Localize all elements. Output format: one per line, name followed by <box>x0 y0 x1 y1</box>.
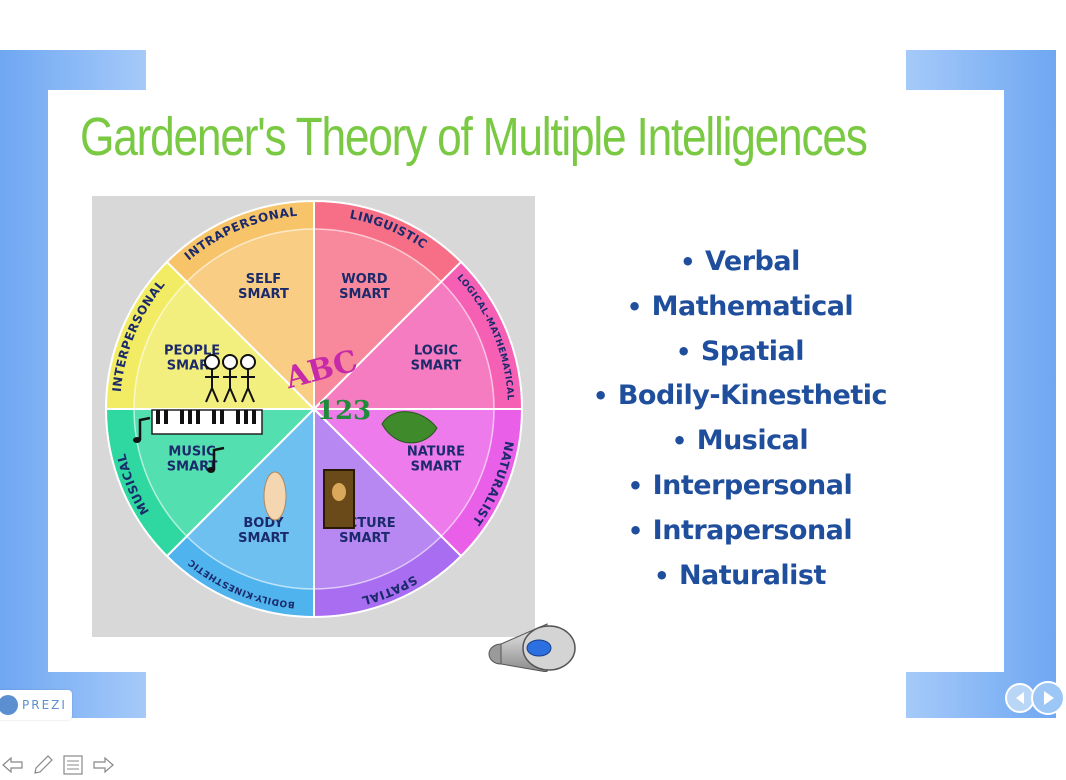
list-item-text: Intrapersonal <box>652 514 853 546</box>
intelligences-wheel: LINGUISTICLOGICAL-MATHEMATICALNATURALIST… <box>104 199 524 619</box>
piano-key <box>188 410 192 424</box>
wheel-segment <box>313 406 463 619</box>
wheel-segment <box>313 199 463 412</box>
arrow-left-icon[interactable] <box>0 752 26 778</box>
painting-face <box>332 483 346 501</box>
wheel-inner-label: LOGIC <box>414 343 458 358</box>
wheel-segment <box>311 408 524 558</box>
list-item: •Mathematical <box>626 290 854 322</box>
person-body <box>241 369 255 403</box>
piano-key <box>212 410 216 424</box>
music-note-icon <box>138 416 151 440</box>
pencil-icon[interactable] <box>30 752 56 778</box>
list-item: •Intrapersonal <box>627 514 853 546</box>
wheel-inner-label: SMART <box>238 287 289 302</box>
list-item: •Spatial <box>676 335 805 367</box>
prezi-logo-icon <box>0 695 18 715</box>
slide-title: Gardener's Theory of Multiple Intelligen… <box>80 107 868 167</box>
wheel-inner-label: SMART <box>339 287 390 302</box>
bottom-toolbar <box>0 750 140 780</box>
list-item: •Musical <box>671 425 809 457</box>
list-item-text: Naturalist <box>678 559 826 591</box>
person-icon <box>222 354 238 370</box>
person-icon <box>204 354 220 370</box>
piano-keys-icon <box>151 409 263 435</box>
list-item: •Naturalist <box>654 559 826 591</box>
wheel-inner-label: SMART <box>411 358 462 373</box>
list-item-text: Verbal <box>704 246 800 277</box>
piano-key <box>252 410 256 424</box>
prezi-label: PREZI <box>22 698 67 712</box>
wheel-segment <box>165 199 315 412</box>
person-icon <box>240 354 256 370</box>
piano-key <box>220 410 224 424</box>
arrow-right-icon[interactable] <box>1031 681 1065 715</box>
wheel-inner-label: MUSIC <box>168 445 215 460</box>
center-numbers: 123 <box>317 396 371 426</box>
footprint-icon <box>263 471 287 521</box>
list-item-text: Spatial <box>700 335 805 367</box>
music-note-head <box>133 437 141 443</box>
speaker-icon[interactable] <box>487 620 579 673</box>
prezi-badge[interactable]: PREZI <box>0 690 72 720</box>
piano-key <box>156 410 160 424</box>
leaf-icon <box>381 411 438 444</box>
person-body <box>223 369 237 403</box>
list-item-text: Interpersonal <box>652 469 853 501</box>
person-body <box>205 369 219 403</box>
wheel-inner-label: SMART <box>167 460 218 475</box>
wheel-inner-label: WORD <box>341 272 387 287</box>
menu-icon[interactable] <box>60 752 86 778</box>
wheel-inner-label: SELF <box>246 272 281 287</box>
wheel-segment <box>104 260 317 410</box>
arrow-left-icon[interactable] <box>1005 683 1035 713</box>
list-item: •Interpersonal <box>627 469 853 501</box>
wheel-segment <box>165 406 315 619</box>
piano-key <box>244 410 248 424</box>
wheel-inner-label: PEOPLE <box>164 343 220 358</box>
wheel-inner-label: SMART <box>238 531 289 546</box>
piano-key <box>164 410 168 424</box>
music-note-icon <box>212 446 225 470</box>
list-item-text: Mathematical <box>651 290 854 322</box>
music-note-head <box>207 467 215 473</box>
list-item: •Bodily-Kinesthetic <box>592 380 888 412</box>
wheel-inner-label: NATURE <box>407 445 465 460</box>
piano-key <box>196 410 200 424</box>
wheel-inner-label: SMART <box>339 531 390 546</box>
intelligence-list: •Verbal •Mathematical •Spatial •Bodily-K… <box>560 240 920 598</box>
wheel-inner-ring <box>133 228 495 590</box>
list-item-text: Bodily-Kinesthetic <box>617 380 888 412</box>
list-item-text: Musical <box>696 425 809 457</box>
piano-key <box>236 410 240 424</box>
wheel-segment <box>104 408 317 558</box>
slide-navigation <box>1004 678 1066 718</box>
wheel-segment <box>311 260 524 410</box>
arrow-right-icon[interactable] <box>90 752 116 778</box>
piano-key <box>180 410 184 424</box>
list-item: •Verbal <box>680 246 800 277</box>
wheel-inner-label: SMART <box>411 460 462 475</box>
